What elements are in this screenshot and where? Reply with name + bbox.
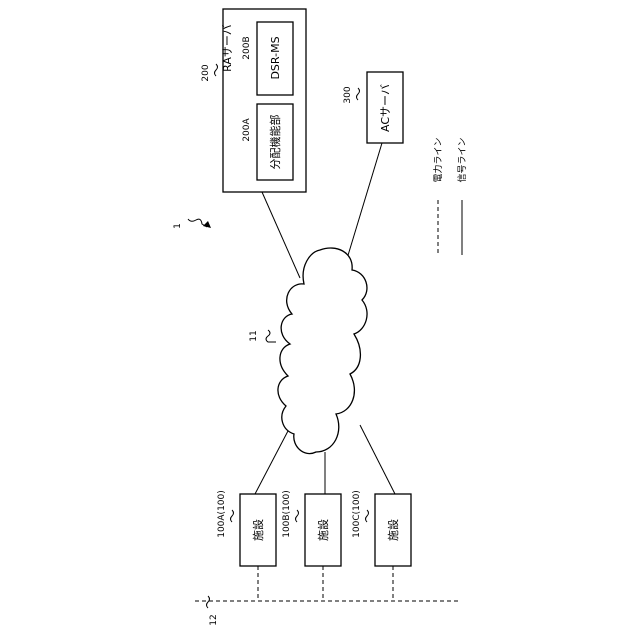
leader-300 [357, 88, 360, 100]
power-lines [195, 566, 460, 601]
leader-11 [266, 330, 276, 342]
system-arrow-icon [203, 221, 211, 228]
leader-100b [296, 510, 299, 522]
module-200b-label: DSR-MS [269, 36, 282, 79]
ref-11: 11 [249, 330, 259, 341]
facility-100a: 施設 100A(100) [217, 490, 276, 566]
ref-300: 300 [343, 86, 353, 103]
facility-100c-label: 施設 [386, 519, 400, 541]
leader-200 [215, 64, 218, 76]
legend-signal-label: 信号ライン [456, 137, 468, 182]
ref-200a: 200A [242, 117, 252, 141]
ac-server-label: ACサーバ [379, 84, 392, 132]
ra-server: RAサーバ DSR-MS 分配機能部 200B 200A 200 [201, 9, 306, 192]
signal-line-100c [360, 425, 395, 494]
signal-line-ac [346, 143, 382, 262]
network-cloud [278, 248, 367, 454]
legend: 電力ライン 信号ライン [432, 137, 468, 255]
legend-power-label: 電力ライン [432, 137, 444, 182]
ref-100b: 100B(100) [282, 490, 292, 538]
ra-server-label: RAサーバ [221, 24, 234, 72]
ref-200b: 200B [242, 36, 252, 59]
facility-100b-label: 施設 [316, 519, 330, 541]
ref-100c: 100C(100) [352, 490, 362, 538]
ref-100a: 100A(100) [217, 490, 227, 538]
module-200a-label: 分配機能部 [268, 115, 282, 170]
facility-100a-label: 施設 [251, 519, 265, 541]
facility-100b: 施設 100B(100) [282, 490, 341, 566]
ref-12: 12 [209, 614, 219, 625]
ac-server: ACサーバ 300 [343, 72, 403, 143]
leader-100c [366, 510, 369, 522]
facility-100c: 施設 100C(100) [352, 490, 411, 566]
signal-line-ra [262, 192, 300, 278]
ref-200: 200 [201, 64, 211, 81]
ref-1: 1 [173, 223, 183, 229]
leader-12 [207, 596, 210, 608]
leader-100a [231, 510, 234, 522]
